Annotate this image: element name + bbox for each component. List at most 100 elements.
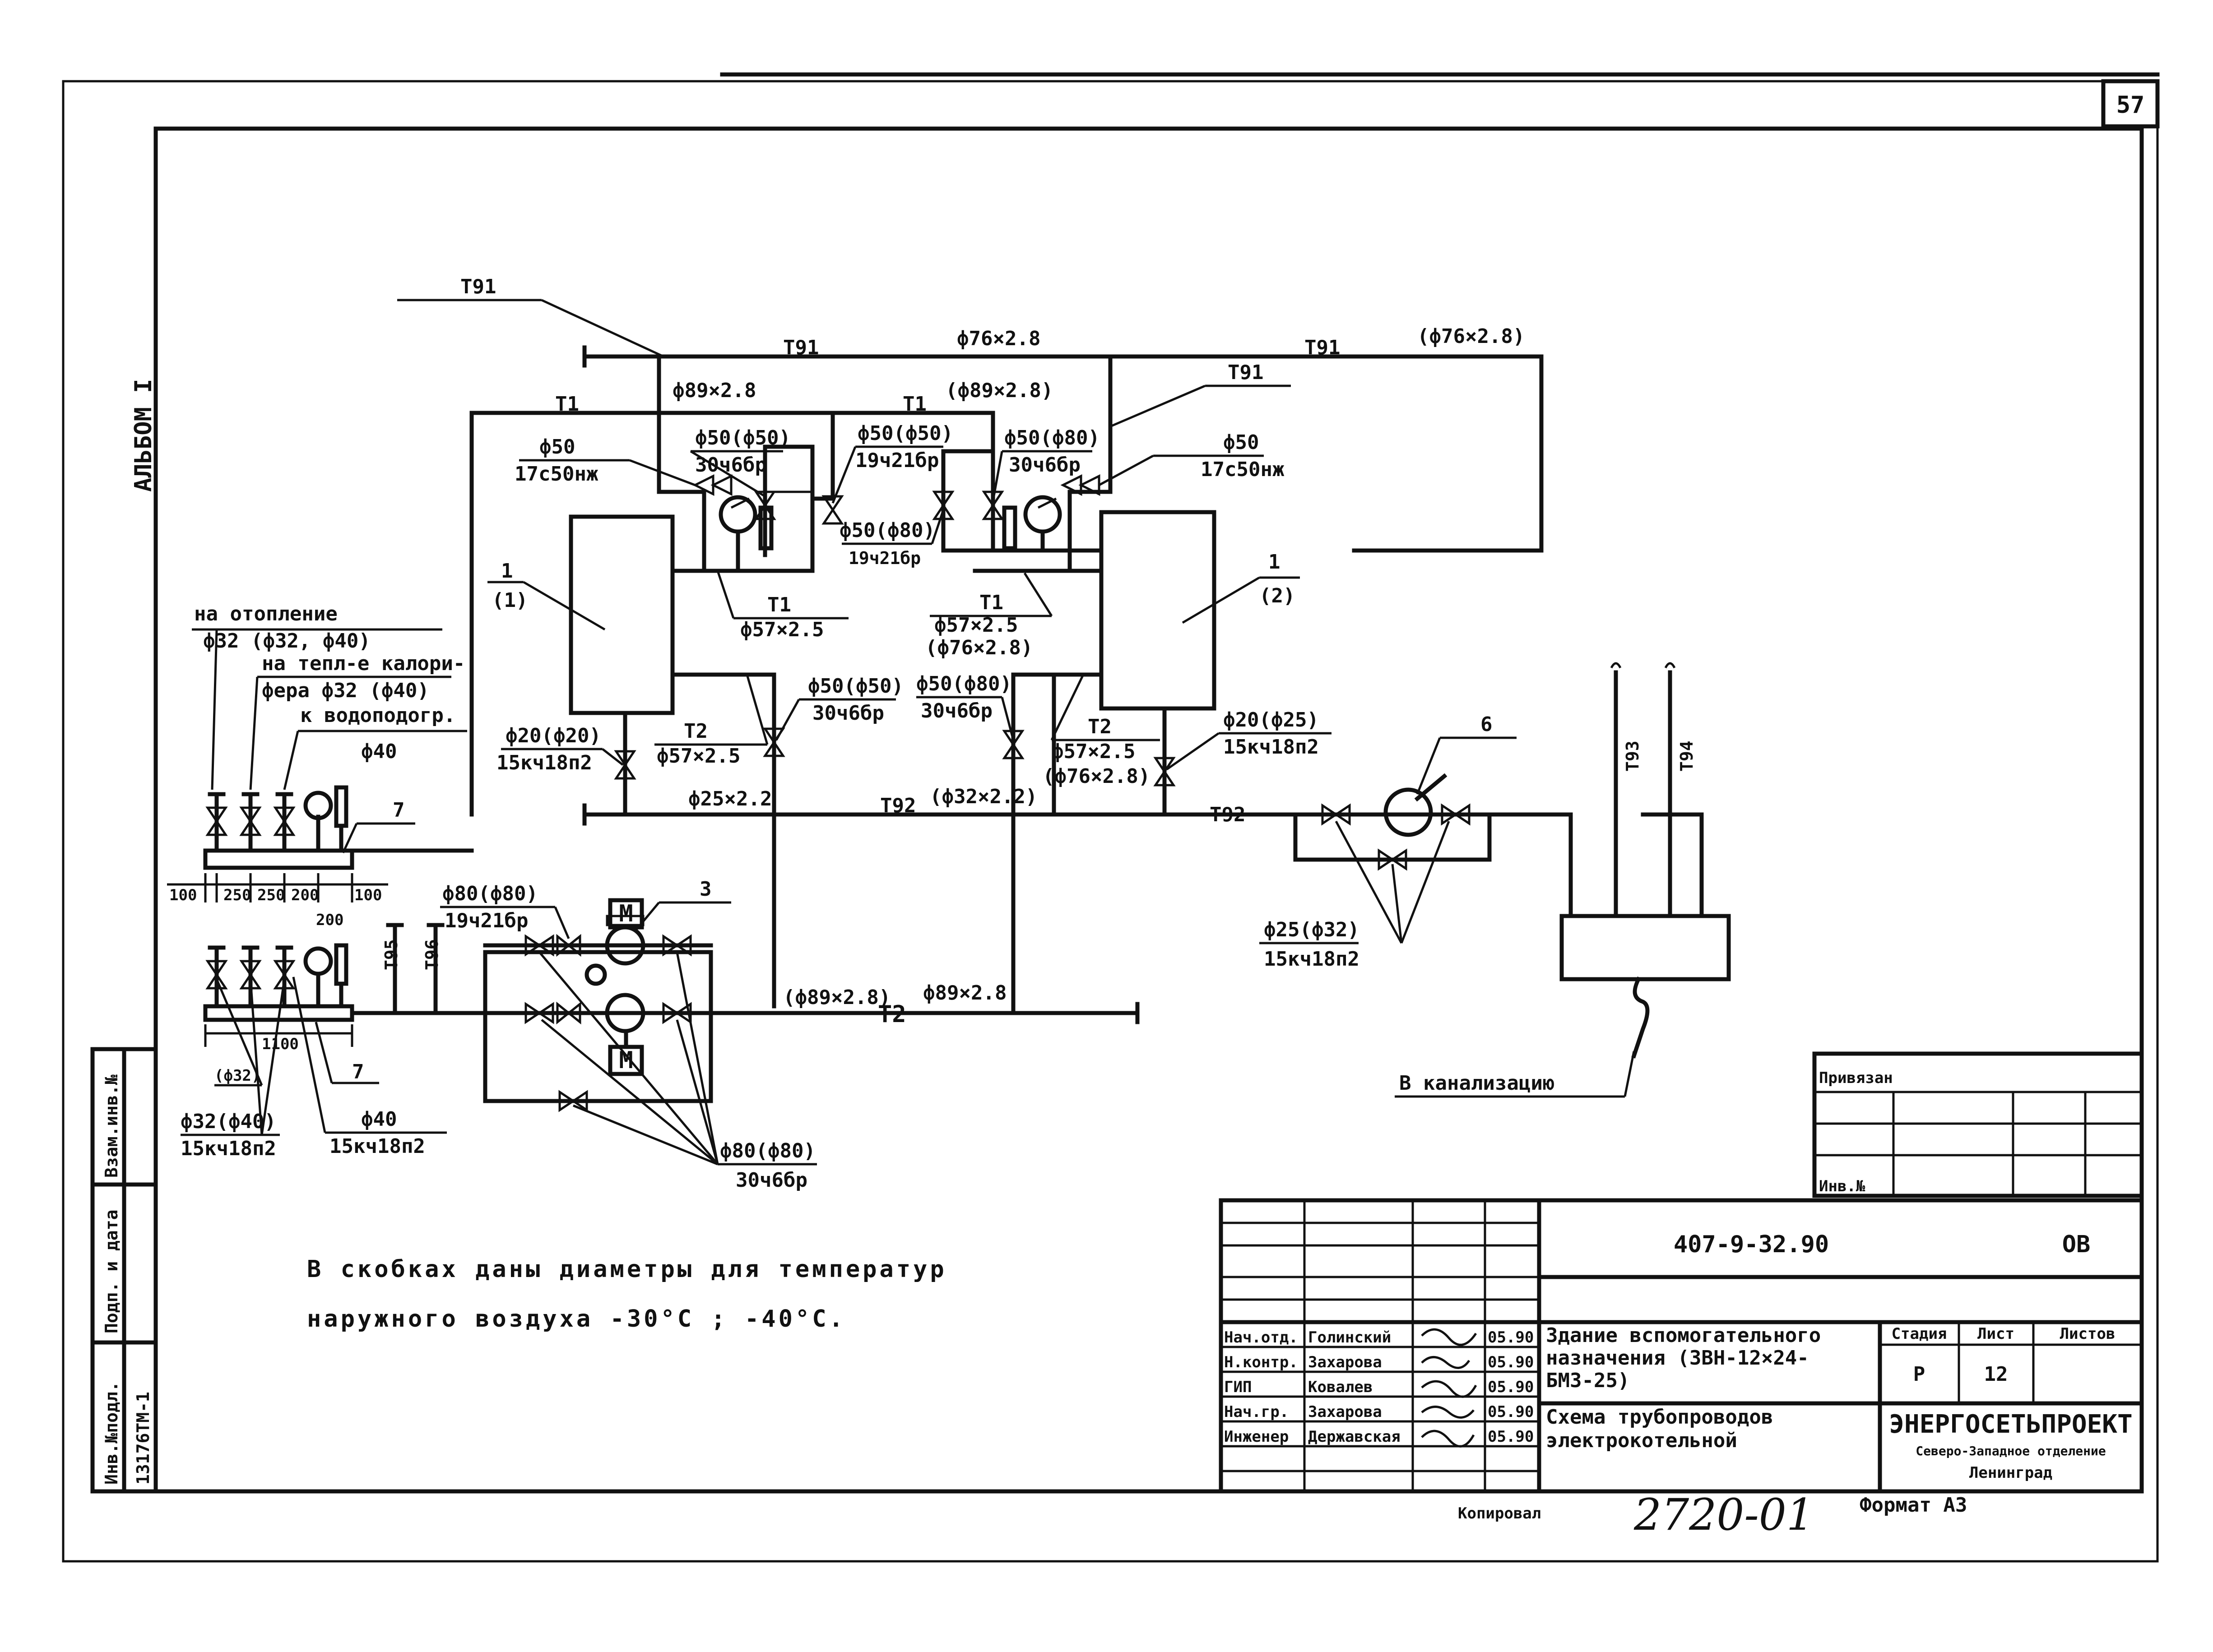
- format-label: Формат А3: [1860, 1494, 1967, 1517]
- valve-icon: [754, 491, 776, 520]
- dim-100a: 100: [169, 886, 197, 904]
- label-t93: Т93: [1623, 740, 1642, 772]
- valve-r1-d: ф50: [1223, 431, 1259, 454]
- sheets-header: Листов: [2060, 1325, 2116, 1343]
- svg-text:Н.контр.: Н.контр.: [1224, 1353, 1298, 1371]
- svg-text:05.90: 05.90: [1488, 1403, 1534, 1421]
- label-heat-1-d: ф32 (ф32, ф40): [203, 629, 371, 652]
- label-pump-3: 3: [700, 878, 712, 901]
- thermometer-icon: [334, 785, 348, 828]
- label-t1-l: Т1: [767, 593, 791, 616]
- valve-icon: [1321, 803, 1351, 826]
- valve-icon: [205, 960, 228, 990]
- collector-bottom-valves: [205, 943, 348, 1009]
- valve-25-d: ф25(ф32): [1264, 918, 1359, 941]
- label-heat-1: на отопление: [194, 602, 338, 625]
- valve-l2-t: 30ч6бр: [695, 453, 767, 477]
- label-d89d: ф89×2.8: [923, 981, 1007, 1004]
- stamp-row-2: ГИП Ковалев 05.90: [1224, 1378, 1534, 1396]
- album-label: АЛЬБОМ I: [130, 379, 157, 492]
- valve-l1-d: ф50: [539, 435, 575, 458]
- label-t91-top: Т91: [460, 275, 496, 298]
- valve-m-d: ф50(ф80): [840, 519, 935, 542]
- valve-40-d: ф40: [361, 1108, 397, 1131]
- valve-icon: [982, 491, 1004, 520]
- label-t2-main: Т2: [878, 1001, 906, 1028]
- valve-m-t: 19ч21бр: [849, 548, 921, 568]
- label-t96: Т96: [422, 939, 442, 970]
- dim-250a: 250: [223, 886, 251, 904]
- svg-text:05.90: 05.90: [1488, 1428, 1534, 1446]
- dim-100b: 100: [354, 886, 382, 904]
- valve-50r-d: ф50(ф80): [916, 672, 1012, 695]
- org-city: Ленинград: [1969, 1464, 2052, 1482]
- valve-r2-d: ф50(ф80): [1004, 426, 1100, 449]
- dim-200a: 200: [291, 886, 319, 904]
- collector-top-valves: [205, 785, 348, 853]
- valve-cluster-left: [692, 474, 844, 573]
- valve-icon: [273, 960, 296, 990]
- page-number-box: [2101, 79, 2160, 129]
- valve-icon: [273, 806, 296, 836]
- inv-no-label: Инв.№: [1819, 1177, 1865, 1195]
- svg-text:05.90: 05.90: [1488, 1353, 1534, 1371]
- boiler-2-label: 1: [1268, 551, 1280, 574]
- org-name: ЭНЕРГОСЕТЬПРОЕКТ: [1889, 1410, 2132, 1439]
- valve-icon: [1378, 848, 1407, 871]
- title-block: Привязан Инв.№ Нач.отд. Голинский: [1219, 1051, 2144, 1494]
- label-t1-r: Т1: [979, 591, 1003, 614]
- valve-32-t: 15кч18п2: [181, 1137, 276, 1160]
- label-t91-d76b: (ф76×2.8): [1417, 325, 1525, 348]
- label-t2-r-d: ф57×2.5: [1052, 740, 1135, 763]
- valve-50r-t: 30ч6бр: [921, 699, 993, 722]
- stamp-inv-orig: Инв.№подл.: [102, 1381, 121, 1485]
- thermometer-icon: [1002, 505, 1017, 551]
- boiler-1: [569, 514, 675, 715]
- signature: [1421, 1356, 1471, 1369]
- dim-250b: 250: [257, 886, 285, 904]
- inventory-handwritten: 2720-01: [1633, 1490, 1814, 1540]
- valve-80-d: ф80(ф80): [442, 882, 538, 905]
- drain-box: [1559, 914, 1731, 981]
- pressure-gauge-icon: [303, 946, 333, 976]
- valve-icon: [558, 1090, 588, 1112]
- doc-mark: ОВ: [2062, 1231, 2091, 1258]
- label-collector-7-top: 7: [393, 799, 405, 822]
- motor-label: М: [619, 900, 633, 927]
- note-line-1: В скобках даны диаметры для температур: [307, 1256, 947, 1283]
- label-collector-7-bottom: 7: [352, 1060, 364, 1083]
- label-d25: ф25×2.2: [688, 787, 772, 810]
- valve-icon: [662, 1002, 692, 1024]
- valve-l1-t: 17с50нж: [515, 463, 598, 486]
- svg-text:Ковалев: Ковалев: [1308, 1378, 1373, 1396]
- signature: [1421, 1406, 1475, 1419]
- valve-80-t: 19ч21бр: [445, 909, 528, 932]
- tank-6: [1383, 787, 1433, 837]
- pressure-gauge-icon: [719, 495, 757, 534]
- label-t91-d76: ф76×2.8: [957, 327, 1040, 350]
- pressure-gauge-icon: [585, 963, 607, 986]
- piping-diagram: Т91 ф76×2.8 Т91 (ф76×2.8) Т91 Т91 Т1 Т1 …: [167, 275, 1731, 1192]
- boiler-2-number: (2): [1259, 584, 1295, 607]
- valve-20l-d: ф20(ф20): [506, 724, 601, 747]
- valve-icon: [692, 474, 733, 496]
- signature: [1421, 1430, 1475, 1448]
- label-t1-r-d: ф57×2.5: [934, 614, 1018, 637]
- sheet-title: Схема трубопроводов электрокотельной: [1546, 1406, 1773, 1452]
- valve-20r-d: ф20(ф25): [1223, 708, 1319, 731]
- stamp-inv-replace: Взам.инв.№: [102, 1074, 121, 1178]
- svg-text:05.90: 05.90: [1488, 1378, 1534, 1396]
- label-heat-2: на тепл-е калори-: [262, 652, 465, 675]
- valve-icon: [205, 806, 228, 836]
- copied-label: Копировал: [1458, 1504, 1541, 1522]
- valve-icon: [932, 491, 955, 520]
- boiler-1-label: 1: [501, 560, 513, 583]
- dim-200b: 200: [316, 911, 343, 929]
- stamp-sign-date: Подп. и дата: [102, 1209, 121, 1333]
- pump-group-frame: [483, 950, 713, 1103]
- label-t2-r: Т2: [1088, 715, 1112, 738]
- label-t1-left: Т1: [555, 393, 579, 416]
- privyazan-label: Привязан: [1819, 1069, 1893, 1087]
- label-tank-6: 6: [1480, 713, 1493, 736]
